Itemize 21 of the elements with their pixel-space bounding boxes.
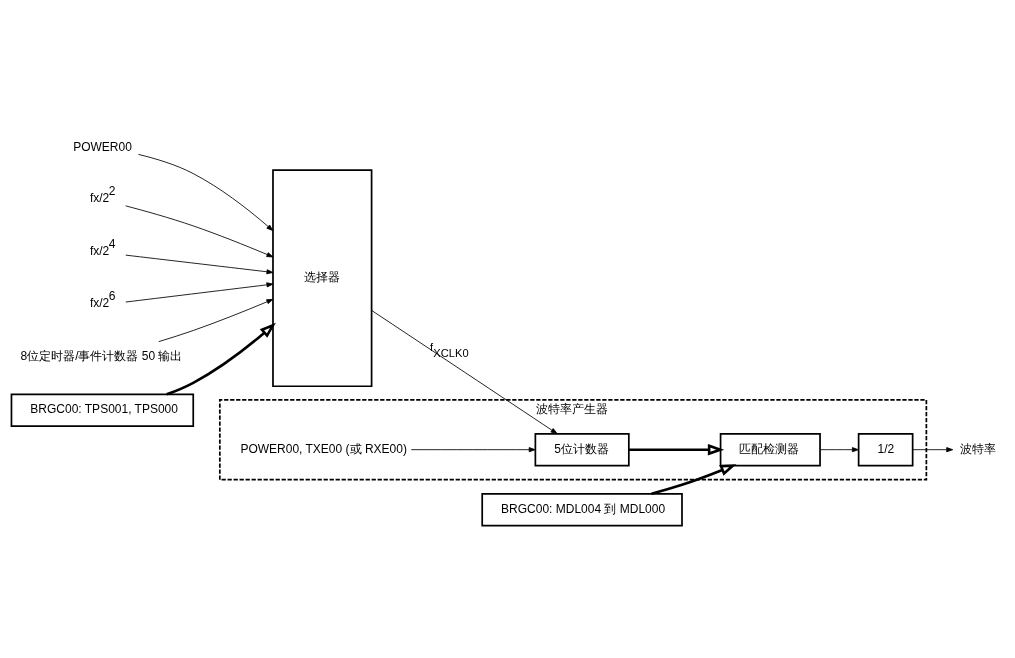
- node-text: 8位定时器/事件计数器 50 输出: [20, 349, 183, 364]
- arrow: [819, 447, 859, 453]
- arrow: [125, 282, 274, 303]
- arrow: [410, 447, 536, 453]
- arrow: [629, 443, 725, 456]
- arrow: [158, 298, 274, 343]
- node-box: 匹配检测器: [719, 432, 821, 467]
- arrow: [166, 322, 276, 396]
- arrow: [138, 154, 274, 231]
- node-box: 5位计数器: [534, 432, 630, 467]
- node-text: POWER00: [73, 140, 132, 155]
- arrow: [371, 310, 558, 435]
- node-box: BRGC00: TPS001, TPS000: [10, 393, 195, 427]
- arrow: [912, 447, 954, 453]
- node-text: 波特率: [959, 441, 996, 456]
- arrow: [125, 254, 274, 275]
- node-box: 选择器: [272, 169, 373, 388]
- arrow: [125, 205, 274, 258]
- node-text: POWER00, TXE00 (或 RXE00): [240, 441, 407, 456]
- node-box: BRGC00: MDL004 到 MDL000: [481, 493, 683, 527]
- node-box: 1/2: [857, 432, 914, 467]
